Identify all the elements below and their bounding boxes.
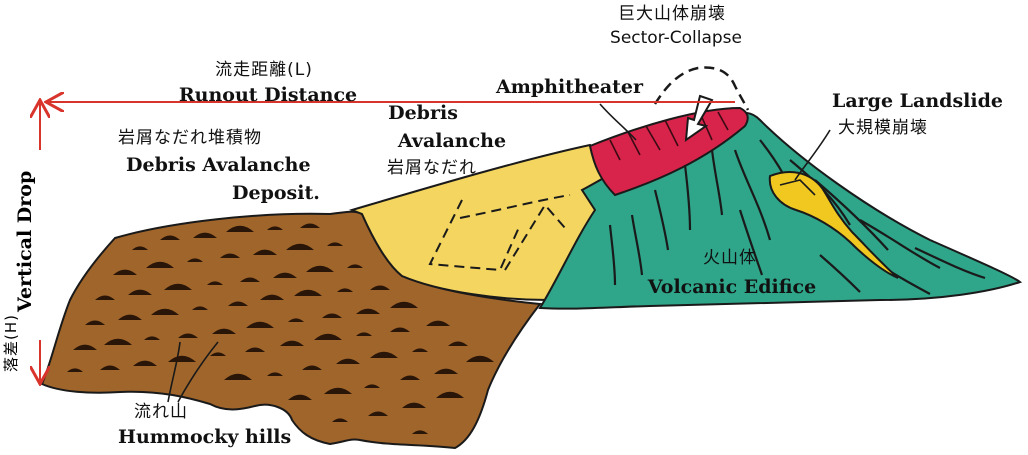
large-landslide-ja: 大規模崩壊 bbox=[838, 120, 928, 137]
debris-avalanche-line2: Avalanche bbox=[398, 132, 506, 151]
runout-distance-en: Runout Distance bbox=[179, 86, 357, 105]
vertical-drop-en: Vertical Drop bbox=[14, 171, 36, 312]
debris-avalanche-ja: 岩屑なだれ bbox=[387, 160, 477, 177]
sector-collapse-ja: 巨大山体崩壊 bbox=[618, 6, 726, 23]
deposit-ja: 岩屑なだれ堆積物 bbox=[118, 130, 262, 147]
debris-avalanche-line1: Debris bbox=[388, 104, 458, 123]
sector-collapse-en: Sector-Collapse bbox=[610, 30, 742, 47]
large-landslide-en: Large Landslide bbox=[832, 92, 1003, 111]
amphitheater-label: Amphitheater bbox=[496, 78, 643, 97]
hummocky-ja: 流れ山 bbox=[134, 404, 188, 421]
deposit-en-line1: Debris Avalanche bbox=[126, 156, 311, 175]
vertical-drop-ja: 落差(H) bbox=[0, 314, 21, 372]
deposit-en-line2: Deposit. bbox=[232, 184, 320, 203]
runout-distance-ja: 流走距離(L) bbox=[215, 62, 313, 79]
volcanic-edifice-en: Volcanic Edifice bbox=[648, 278, 816, 297]
volcanic-edifice-ja: 火山体 bbox=[703, 250, 757, 267]
hummocky-en: Hummocky hills bbox=[118, 428, 291, 447]
